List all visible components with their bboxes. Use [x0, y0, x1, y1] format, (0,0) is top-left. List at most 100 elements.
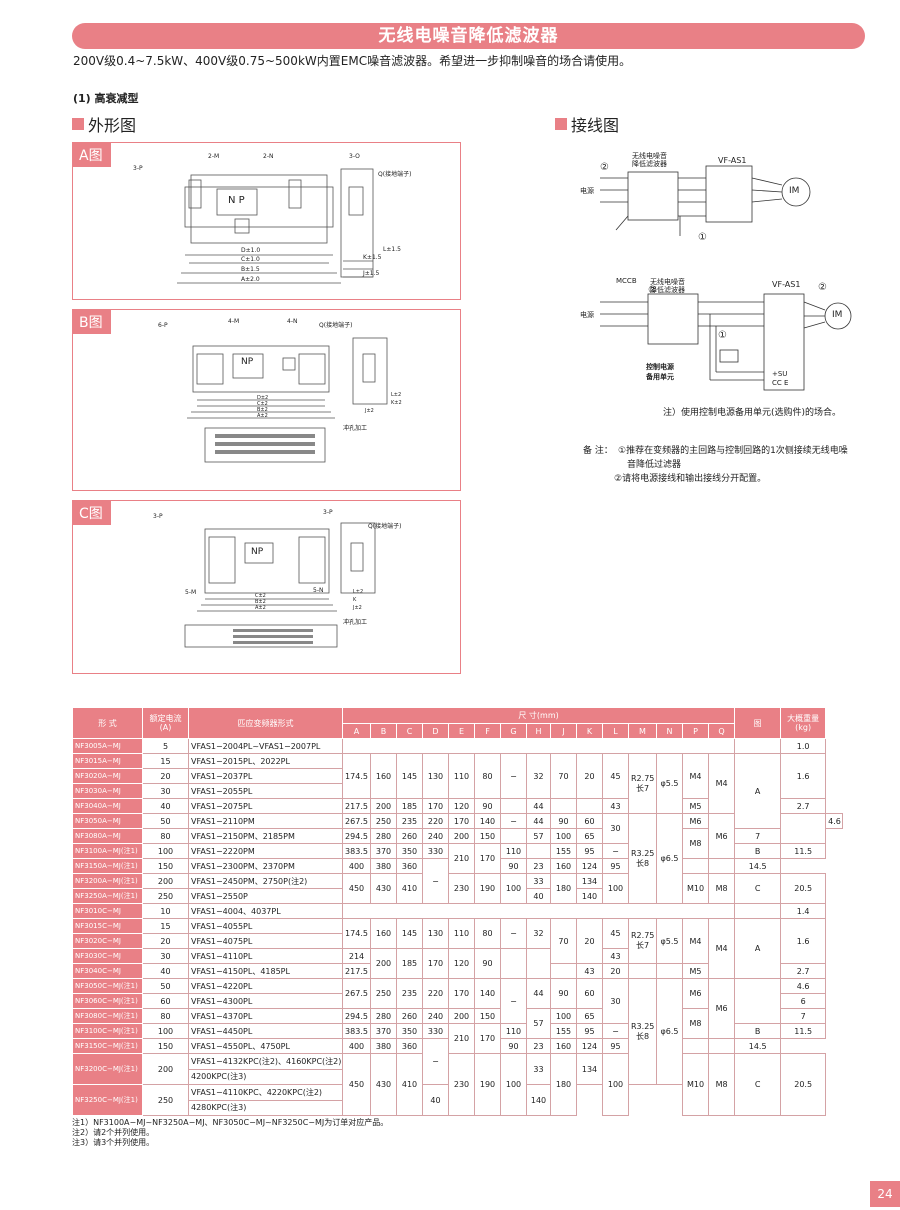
dim-cell: 330	[422, 1023, 449, 1039]
power-label: 电源	[580, 311, 594, 319]
fig-cell: C	[734, 1053, 782, 1116]
inverter-cell: VFAS1−2300PM、2370PM	[188, 858, 343, 874]
dim-cell: 95	[602, 858, 629, 874]
dim-label: 2-N	[263, 153, 274, 160]
dim-cell: M4	[682, 918, 709, 964]
dim-cell: 210	[448, 843, 475, 874]
figure-c-label: C图	[73, 501, 111, 525]
inverter-cell: VFAS1−4450PL	[188, 1023, 343, 1039]
inverter-cell: VFAS1−2150PM、2185PM	[188, 828, 343, 844]
table-row: NF3050C−MJ(注1) 50 VFAS1−4220PL 267.5 250…	[72, 978, 843, 1085]
dim-cell: 124	[576, 1038, 603, 1054]
header-model: 形 式	[72, 707, 143, 739]
table-row: NF3200C−MJ(注1) 200 VFAS1−4132KPC(注2)、416…	[72, 1053, 843, 1116]
current-cell: 250	[142, 888, 189, 904]
dim-cell: 100	[602, 1053, 629, 1116]
square-bullet-icon	[72, 118, 84, 130]
dim-cell: 150	[474, 1008, 501, 1024]
spec-table: 形 式 额定电流 (A) 匹应变频器形式 尺 寸(mm) 图 大概重量 (kg)…	[72, 707, 843, 1116]
inverter-cell: VFAS1−2015PL、2022PL	[188, 753, 343, 769]
dim-cell: 190	[474, 873, 501, 904]
outline-section-title: 外形图	[72, 112, 136, 136]
dim-col-a: A	[342, 723, 371, 739]
dim-col-g: G	[500, 723, 527, 739]
dim-label: C±1.0	[241, 256, 260, 263]
dim-cell: 32	[526, 753, 551, 799]
mark-label: ②	[600, 162, 609, 173]
dim-cell: 20	[576, 753, 603, 799]
dim-cell: 235	[396, 813, 423, 829]
remarks-line: ①推荐在变频器的主回路与控制回路的1次侧接续无线电噪	[618, 446, 848, 456]
model-cell: NF3050C−MJ(注1)	[72, 978, 143, 994]
dim-cell: 294.5	[342, 1008, 371, 1024]
dim-cell: M8	[682, 1008, 709, 1039]
table-row: NF3200A−MJ(注1) 200 VFAS1−2450PM、2750P(注2…	[72, 873, 843, 904]
inverter-cell: VFAS1−4300PL	[188, 993, 343, 1009]
dim-cell: 250	[370, 978, 397, 1009]
dim-cell: 155	[550, 1023, 577, 1039]
dim-cell: 185	[396, 948, 423, 979]
footnote: 注2）请2个并列使用。	[72, 1128, 155, 1137]
dim-cell: −	[500, 918, 527, 949]
inverter-cell: VFAS1−4075PL	[188, 933, 343, 949]
model-cell: NF3250A−MJ(注1)	[72, 888, 143, 904]
inverter-cell: VFAS1−4055PL	[188, 918, 343, 934]
weight-cell: 4.6	[825, 813, 843, 829]
fig-cell: A	[734, 753, 782, 829]
dim-cell: 210	[448, 1023, 475, 1054]
current-cell: 5	[142, 738, 189, 754]
dim-cell: 294.5	[342, 828, 371, 844]
dim-cell: R3.25 长8	[628, 978, 657, 1085]
dim-col-d: D	[422, 723, 449, 739]
figure-b: B图 6-P 4-M 4-N Q(接地端子) 冲孔加工 NP D±2 C±2 B…	[72, 309, 461, 491]
dim-cell: 95	[576, 1023, 603, 1039]
dim-cell: 260	[396, 828, 423, 844]
dim-cell: M8	[682, 828, 709, 859]
dim-cell: M5	[682, 798, 709, 814]
dim-cell: 260	[396, 1008, 423, 1024]
table-row: NF3150A−MJ(注1) 150 VFAS1−2300PM、2370PM 4…	[72, 858, 843, 904]
current-cell: 150	[142, 1038, 189, 1054]
dim-label: B±2	[255, 599, 266, 605]
model-cell: NF3100A−MJ(注1)	[72, 843, 143, 859]
dim-cell: 70	[550, 918, 577, 964]
dim-cell: M4	[707, 918, 736, 979]
inverter-cell: VFAS1−2037PL	[188, 768, 343, 784]
dim-cell: 40	[526, 888, 551, 904]
table-row: NF3015C−MJ 15 VFAS1−4055PL 174.5 160 145…	[72, 918, 843, 979]
weight-cell: 14.5	[734, 1038, 782, 1054]
dim-cell: 150	[474, 828, 501, 844]
dim-cell: 57	[526, 1008, 551, 1039]
fig-cell: A	[734, 918, 782, 979]
figure-c-drawing	[184, 522, 376, 648]
model-cell: NF3150C−MJ(注1)	[72, 1038, 143, 1054]
current-cell: 20	[142, 933, 189, 949]
figure-c: C图 3-P 3-P Q(接地端子) 5-M 5-N NP C±2 B±2 A±…	[72, 500, 461, 674]
dim-cell: 280	[370, 1008, 397, 1024]
dim-label: A±2.0	[241, 276, 260, 283]
dim-label: L±2	[391, 392, 402, 398]
dim-cell: −	[422, 858, 449, 904]
dim-label: L±2	[353, 589, 364, 595]
footnotes: 注1）NF3100A−MJ~NF3250A−MJ、NF3050C−MJ~NF32…	[72, 1118, 388, 1148]
dim-cell: 30	[602, 813, 629, 844]
inverter-cell: VFAS1−2550P	[188, 888, 343, 904]
current-cell: 10	[142, 903, 189, 919]
dim-cell: 90	[550, 978, 577, 1009]
weight-cell: 7	[780, 1008, 827, 1024]
dim-cell: 267.5	[342, 978, 371, 1009]
dim-col-n: N	[656, 723, 683, 739]
mark-label: ②	[818, 282, 827, 293]
current-cell: 250	[142, 1084, 189, 1116]
dim-cell: 160	[550, 1038, 577, 1054]
dim-cell: −	[602, 843, 629, 859]
dim-cell: R3.25 长8	[628, 813, 657, 904]
dim-label: K±1.5	[363, 254, 382, 261]
weight-cell: 1.0	[780, 738, 827, 754]
dim-cell: 370	[370, 1023, 397, 1039]
dim-cell: 200	[370, 948, 397, 979]
dim-cell: 110	[448, 918, 475, 949]
dim-cell: 100	[550, 828, 577, 844]
dim-cell: 134	[576, 1053, 603, 1085]
dim-label: J±2	[365, 408, 374, 414]
